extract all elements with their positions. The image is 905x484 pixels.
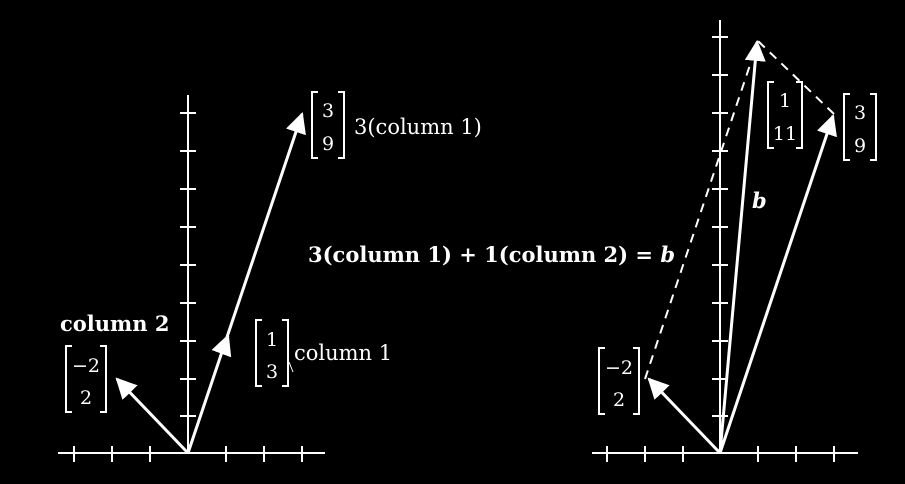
label-column2: column 2 bbox=[60, 311, 169, 336]
matrix-entry: −2 bbox=[605, 357, 633, 379]
matrix-entry: 1 bbox=[266, 329, 278, 351]
matrix-entry: 3 bbox=[266, 361, 278, 383]
matrix-entry: 2 bbox=[80, 387, 92, 409]
equation-text: 3(column 1) + 1(column 2) = bbox=[308, 242, 660, 267]
right-x-ticks bbox=[606, 446, 835, 462]
matrix-entry: 9 bbox=[322, 133, 334, 155]
matrix-neg2-2-right: −2 2 bbox=[598, 347, 640, 415]
left-x-ticks bbox=[73, 446, 303, 462]
vector-b bbox=[718, 39, 766, 454]
vector-column2 bbox=[115, 377, 190, 455]
matrix-entry: 3 bbox=[322, 100, 334, 122]
matrix-1-11: 1 11 bbox=[767, 81, 803, 149]
dashed-3col1-to-b bbox=[757, 40, 835, 115]
matrix-entry: −2 bbox=[72, 355, 100, 377]
matrix-entry: 11 bbox=[773, 123, 797, 145]
equation: 3(column 1) + 1(column 2) = b bbox=[308, 242, 675, 267]
left-panel: 3 9 3(column 1) 1 3 column 1 column 2 −2… bbox=[58, 91, 482, 462]
matrix-entry: 9 bbox=[854, 135, 866, 157]
matrix-1-3: 1 3 bbox=[255, 319, 289, 387]
matrix-entry: 3 bbox=[854, 102, 866, 124]
matrix-3-9-right: 3 9 bbox=[843, 93, 877, 161]
vector-3-column1-right bbox=[718, 114, 837, 454]
right-panel: b 1 11 3 9 −2 2 bbox=[592, 20, 877, 462]
matrix-3-9-left: 3 9 bbox=[311, 91, 345, 159]
label-b: b bbox=[752, 188, 767, 213]
dashed-col2-to-b bbox=[644, 40, 759, 380]
left-y-ticks bbox=[180, 112, 196, 417]
vector-3-column1 bbox=[186, 112, 306, 454]
label-3-column1: 3(column 1) bbox=[354, 115, 482, 139]
label-column1: column 1 bbox=[294, 341, 392, 365]
vector-column2-right bbox=[647, 377, 722, 455]
right-y-ticks bbox=[712, 36, 728, 417]
leader-column1 bbox=[288, 361, 294, 373]
equation-b: b bbox=[660, 242, 675, 267]
matrix-entry: 2 bbox=[613, 389, 625, 411]
matrix-neg2-2-left: −2 2 bbox=[65, 345, 107, 413]
matrix-entry: 1 bbox=[779, 90, 791, 112]
vector-column1-tip-marker bbox=[211, 334, 232, 358]
